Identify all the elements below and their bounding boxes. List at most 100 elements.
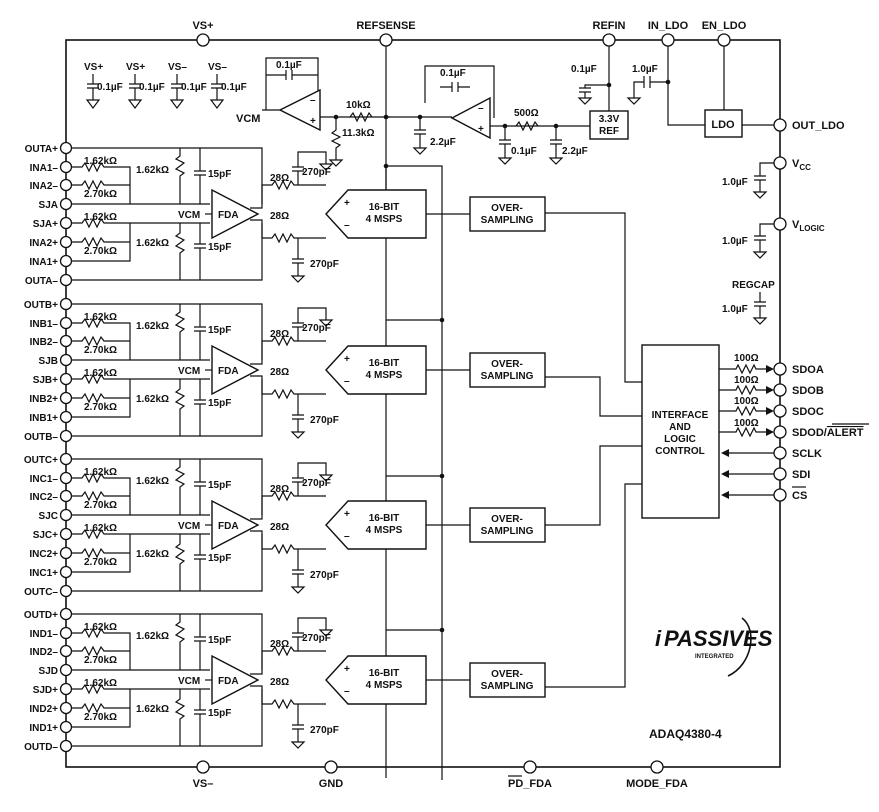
pin-en-ldo[interactable] <box>717 33 731 47</box>
ref-buffer-amp <box>450 96 491 140</box>
pin-label: INC2+ <box>29 549 58 560</box>
pin-outa[interactable] <box>59 273 73 287</box>
pin-sjd[interactable] <box>59 682 73 696</box>
r-out-label: 28Ω <box>270 367 289 378</box>
bottom-pins: VS– GND PD_FDA MODE_FDA <box>193 760 688 790</box>
sdod-line: 100Ω <box>719 418 774 438</box>
os-line1: OVER- <box>491 359 523 370</box>
pin-out-ldo[interactable] <box>773 118 787 132</box>
pin-label-cs: CS <box>792 490 807 502</box>
pin-label-sdod-alert: SDOD/ALERT <box>792 427 864 439</box>
pin-inc1[interactable] <box>59 471 73 485</box>
pin-sdoc[interactable] <box>773 404 787 418</box>
c-fb-label: 15pF <box>208 708 231 719</box>
r-in2-label: 2.70kΩ <box>84 246 117 257</box>
pin-pd-fda[interactable] <box>523 760 537 774</box>
divider-r1-label: 10kΩ <box>346 100 371 111</box>
pin-outc[interactable] <box>59 584 73 598</box>
r-in2-label: 2.70kΩ <box>84 345 117 356</box>
pin-sjc[interactable] <box>59 527 73 541</box>
pin-ina1[interactable] <box>59 254 73 268</box>
pin-mode-fda[interactable] <box>650 760 664 774</box>
c-fb-label: 15pF <box>208 325 231 336</box>
pin-sdob[interactable] <box>773 383 787 397</box>
pin-sja[interactable] <box>59 197 73 211</box>
vlogic-cap-label: 1.0µF <box>722 236 748 247</box>
pin-outc[interactable] <box>59 452 73 466</box>
pin-label: IND2– <box>30 647 59 658</box>
pin-ina2[interactable] <box>59 235 73 249</box>
pin-outb[interactable] <box>59 429 73 443</box>
adc-line1: 16-BIT <box>369 202 400 213</box>
ldo-label: LDO <box>711 119 735 131</box>
r-in1-label: 1.62kΩ <box>84 212 117 223</box>
pin-label: INC1+ <box>29 568 58 579</box>
pin-in-ldo[interactable] <box>661 33 675 47</box>
pin-inb2[interactable] <box>59 334 73 348</box>
pin-outd[interactable] <box>59 607 73 621</box>
pin-label: OUTB+ <box>24 300 58 311</box>
c-fb-label: 15pF <box>208 169 231 180</box>
pin-label: IND1+ <box>29 723 58 734</box>
fda-label: FDA <box>218 210 239 221</box>
pin-ind2[interactable] <box>59 644 73 658</box>
pin-sjd[interactable] <box>59 663 73 677</box>
r-in1-label: 1.62kΩ <box>84 467 117 478</box>
pin-ina2[interactable] <box>59 178 73 192</box>
c-filter-label: 270pF <box>310 570 339 581</box>
pin-ind1[interactable] <box>59 720 73 734</box>
oversampling-block <box>469 196 546 232</box>
pin-refin[interactable] <box>602 33 616 47</box>
refin-cap2-label: 2.2µF <box>562 146 588 157</box>
pin-outa[interactable] <box>59 141 73 155</box>
pin-sdoa[interactable] <box>773 362 787 376</box>
pin-sdi[interactable] <box>773 467 787 481</box>
pin-outb[interactable] <box>59 297 73 311</box>
pin-outd[interactable] <box>59 739 73 753</box>
in-ldo-cap-label: 1.0µF <box>632 64 658 75</box>
pin-gnd[interactable] <box>324 760 338 774</box>
pin-label: SJC+ <box>33 530 58 541</box>
pin-inb2[interactable] <box>59 391 73 405</box>
pin-sja[interactable] <box>59 216 73 230</box>
pin-inb1[interactable] <box>59 316 73 330</box>
pin-sjc[interactable] <box>59 508 73 522</box>
pin-ind1[interactable] <box>59 626 73 640</box>
pin-label-en-ldo: EN_LDO <box>702 20 747 32</box>
pin-label: INA1+ <box>29 257 58 268</box>
r-in2-label: 2.70kΩ <box>84 712 117 723</box>
pin-ind2[interactable] <box>59 701 73 715</box>
c-filter-label: 270pF <box>302 478 331 489</box>
pin-inb1[interactable] <box>59 410 73 424</box>
pin-vcc[interactable] <box>773 156 787 170</box>
logic-line4: CONTROL <box>655 446 704 457</box>
svg-text:–: – <box>344 686 350 697</box>
pin-sjb[interactable] <box>59 353 73 367</box>
pin-inc1[interactable] <box>59 565 73 579</box>
os-line1: OVER- <box>491 669 523 680</box>
decoupling-cap-4: VS– 0.1µF <box>208 62 247 109</box>
pin-ina1[interactable] <box>59 160 73 174</box>
pin-cs[interactable] <box>773 488 787 502</box>
r-in1-label: 1.62kΩ <box>84 368 117 379</box>
pin-vlogic[interactable] <box>773 217 787 231</box>
pin-inc2[interactable] <box>59 546 73 560</box>
pin-label: OUTC+ <box>24 455 58 466</box>
pin-label: INA2+ <box>29 238 58 249</box>
pin-sclk[interactable] <box>773 446 787 460</box>
c-fb-label: 15pF <box>208 635 231 646</box>
pin-refsense[interactable] <box>379 33 393 47</box>
vcm-label: VCM <box>236 113 260 125</box>
pin-vs-plus[interactable] <box>196 33 210 47</box>
channel-d: OUTD+IND1–IND2–SJDSJD+IND2+IND1+OUTD–1.6… <box>24 607 546 753</box>
pin-sjb[interactable] <box>59 372 73 386</box>
vcc-cap-label: 1.0µF <box>722 177 748 188</box>
adc-line2: 4 MSPS <box>366 680 403 691</box>
adc-line1: 16-BIT <box>369 358 400 369</box>
pin-sdod-alert[interactable] <box>773 425 787 439</box>
pin-label-vs-plus: VS+ <box>192 20 213 32</box>
pin-inc2[interactable] <box>59 489 73 503</box>
pin-vs-minus[interactable] <box>196 760 210 774</box>
logo-sub: INTEGRATED <box>695 654 734 660</box>
c-filter-label: 270pF <box>302 633 331 644</box>
